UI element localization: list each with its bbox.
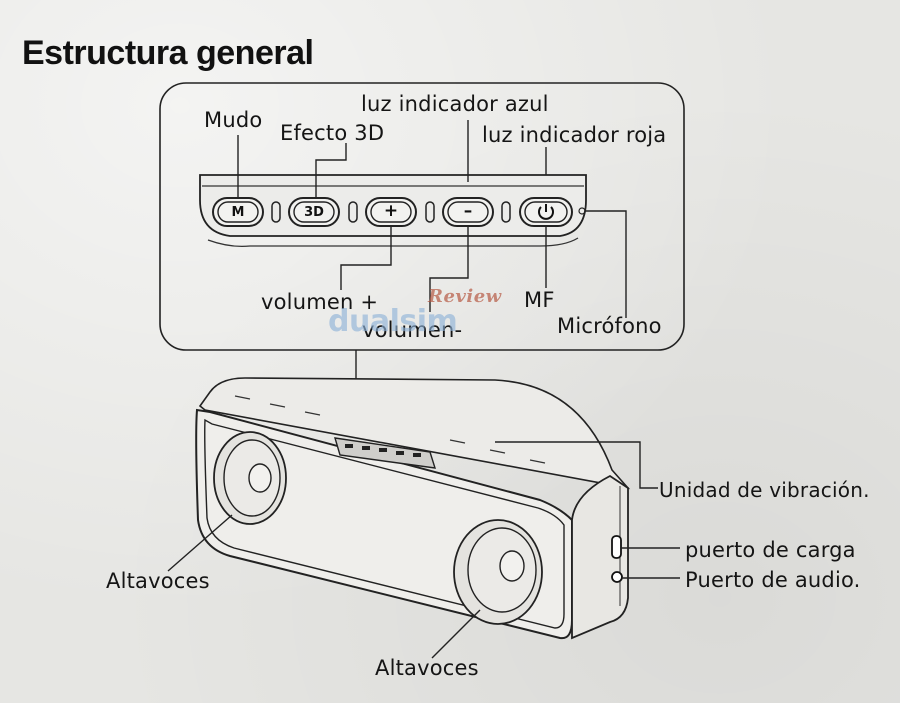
minus-button-label: –: [463, 201, 473, 221]
3d-button-label: 3D: [304, 205, 324, 220]
separator-slot: [501, 201, 511, 223]
leader-lines-altavoces: [167, 514, 481, 659]
label-mf: MF: [524, 288, 555, 312]
label-luz-roja: luz indicador roja: [482, 123, 667, 147]
mute-button-label: M: [231, 205, 245, 220]
watermark-logo: Review dualsim: [328, 286, 508, 346]
separator-slot: [348, 201, 358, 223]
label-luz-azul: luz indicador azul: [361, 92, 549, 116]
label-altavoces-inferior: Altavoces: [375, 656, 479, 680]
leader-lines-bottom: [340, 210, 627, 318]
watermark-brand-text: dualsim: [328, 304, 458, 339]
watermark-review-text: Review: [428, 286, 502, 307]
separator-slot: [425, 201, 435, 223]
callout-box: [159, 82, 685, 351]
charging-port: [611, 535, 622, 559]
label-altavoces-izquierda: Altavoces: [106, 569, 210, 593]
page-title: Estructura general: [22, 34, 314, 72]
power-icon: [538, 204, 554, 220]
label-mudo: Mudo: [204, 108, 263, 132]
label-volumen-mas: volumen +: [261, 290, 379, 314]
label-efecto-3d: Efecto 3D: [280, 121, 385, 145]
3d-effect-button[interactable]: [288, 197, 340, 227]
separator-slot: [271, 201, 281, 223]
plus-button-label: +: [383, 201, 399, 221]
label-volumen-menos: volumen-: [362, 318, 463, 342]
leader-lines-top: [237, 120, 547, 198]
label-microfono: Micrófono: [557, 314, 662, 338]
label-puerto-carga: puerto de carga: [685, 538, 856, 562]
label-puerto-audio: Puerto de audio.: [685, 568, 861, 592]
mf-power-button[interactable]: [519, 197, 573, 227]
label-unidad-vibracion: Unidad de vibración.: [659, 478, 870, 502]
audio-port: [611, 571, 623, 583]
left-speaker-driver: [213, 431, 287, 525]
leader-lines-right: [495, 441, 680, 579]
right-speaker-driver: [453, 519, 543, 625]
